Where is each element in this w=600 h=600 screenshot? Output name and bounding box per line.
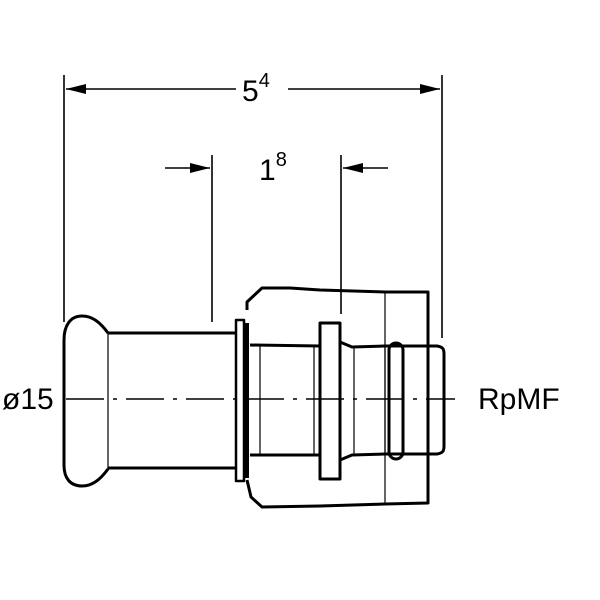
extension-lines [63, 75, 443, 338]
o-ring [387, 341, 405, 461]
center-collar [318, 321, 342, 481]
tail-top [339, 340, 446, 355]
dimension-insertion-value: 18 [259, 149, 287, 187]
diameter-label: ø15 [2, 383, 54, 416]
tail-bottom [339, 445, 446, 462]
thread-label: RpMF [478, 383, 560, 416]
press-bead [62, 314, 110, 488]
dimension-overall-value: 54 [242, 70, 270, 108]
union-nut-outline [245, 286, 430, 509]
bore-top-left [249, 343, 321, 348]
fitting-body [62, 286, 446, 509]
flange-ring [234, 318, 246, 483]
